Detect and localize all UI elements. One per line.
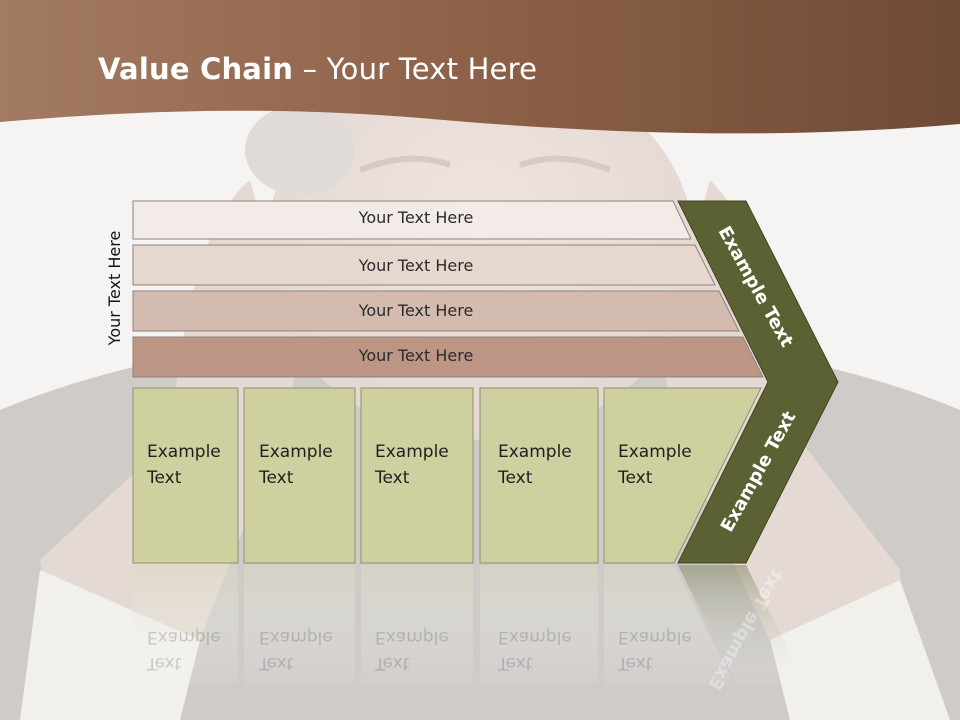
reflection-line: Example — [498, 627, 572, 647]
activity-cell-2-line2: Text — [259, 468, 294, 488]
vertical-axis-label: Your Text Here — [105, 230, 124, 346]
reflection-line: Example — [375, 627, 449, 647]
reflection-line: Text — [147, 653, 182, 673]
activity-cell-5-label: Example Text — [618, 439, 718, 491]
support-bar-2-label: Your Text Here — [358, 256, 474, 275]
activity-cell-3 — [360, 387, 474, 564]
reflection-line: Example — [147, 627, 221, 647]
activity-cell-4 — [479, 387, 599, 564]
chevron-arrow — [677, 200, 839, 564]
activity-cell-2-label: Example Text — [259, 439, 359, 491]
activity-cell-1-reflection: Text Example — [147, 624, 247, 676]
activity-cell-5-reflection: Text Example — [618, 624, 718, 676]
activity-cell-2-reflection: Text Example — [259, 624, 359, 676]
activity-cell-3-reflection: Text Example — [375, 624, 475, 676]
support-bar-3-label: Your Text Here — [358, 301, 474, 320]
support-bar-1 — [132, 200, 692, 240]
reflection-line: Text — [618, 653, 653, 673]
activity-cell-1-line2: Text — [147, 468, 182, 488]
activity-cell-3-line2: Text — [375, 468, 410, 488]
support-bar-4-label: Your Text Here — [358, 346, 474, 365]
reflection — [133, 565, 806, 685]
activity-cell-2-line1: Example — [259, 442, 333, 462]
activity-cell-4-label: Example Text — [498, 439, 598, 491]
activity-cell-3-line1: Example — [375, 442, 449, 462]
reflection-line: Text — [498, 653, 533, 673]
title-bold-part: Value Chain — [98, 52, 294, 86]
activity-cell-4-line2: Text — [498, 468, 533, 488]
activity-cell-4-line1: Example — [498, 442, 572, 462]
activity-cell-5-line2: Text — [618, 468, 653, 488]
activity-cell-1-line1: Example — [147, 442, 221, 462]
activity-cell-1-label: Example Text — [147, 439, 247, 491]
reflection-line: Example — [259, 627, 333, 647]
activity-cell-4-reflection: Text Example — [498, 624, 598, 676]
activity-cell-3-label: Example Text — [375, 439, 475, 491]
support-bar-3 — [132, 290, 740, 332]
support-bar-4 — [132, 336, 764, 378]
support-bar-2 — [132, 244, 716, 286]
slide-title: Value Chain – Your Text Here — [98, 52, 537, 86]
activity-cell-2 — [243, 387, 356, 564]
support-bar-1-label: Your Text Here — [358, 208, 474, 227]
title-rest-part: – Your Text Here — [293, 52, 538, 86]
reflection-line: Text — [259, 653, 294, 673]
reflection-line: Text — [375, 653, 410, 673]
activity-cell-5 — [603, 387, 762, 564]
activity-cell-1 — [132, 387, 239, 564]
reflection-line: Example — [618, 627, 692, 647]
activity-cell-5-line1: Example — [618, 442, 692, 462]
